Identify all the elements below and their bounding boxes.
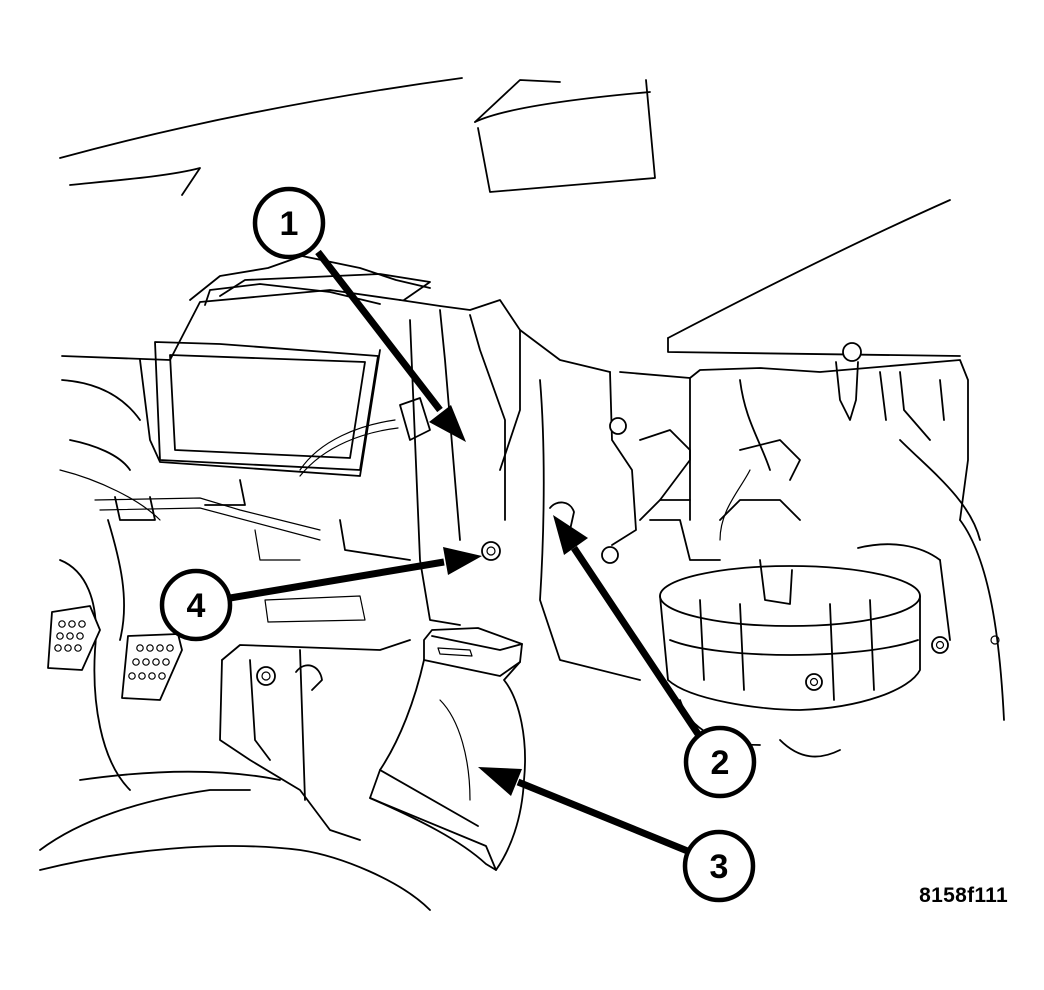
arrow-head-1 bbox=[429, 405, 466, 442]
arrow-head-4 bbox=[443, 547, 482, 575]
callout-1: 1 bbox=[252, 186, 326, 260]
floor-duct bbox=[369, 627, 526, 871]
callout-1-label: 1 bbox=[280, 205, 299, 243]
ducting-clip bbox=[549, 501, 575, 531]
fastener bbox=[481, 541, 501, 561]
callout-3-label: 3 bbox=[710, 848, 729, 886]
callout-3: 3 bbox=[682, 829, 756, 903]
arrow-head-3 bbox=[478, 767, 522, 796]
callout-4-label: 4 bbox=[187, 587, 206, 625]
hvac-housing bbox=[39, 299, 641, 911]
callout-4: 4 bbox=[159, 568, 233, 642]
leader-arrows bbox=[229, 249, 701, 856]
arrow-head-2 bbox=[553, 515, 588, 555]
dashboard-outline bbox=[59, 77, 961, 357]
figure-id-label: 8158f111 bbox=[919, 884, 1008, 907]
blower-assembly bbox=[601, 342, 1005, 758]
callout-2-label: 2 bbox=[711, 744, 730, 782]
pedals bbox=[47, 605, 183, 701]
left-structure bbox=[59, 255, 431, 791]
callout-2: 2 bbox=[683, 725, 757, 799]
